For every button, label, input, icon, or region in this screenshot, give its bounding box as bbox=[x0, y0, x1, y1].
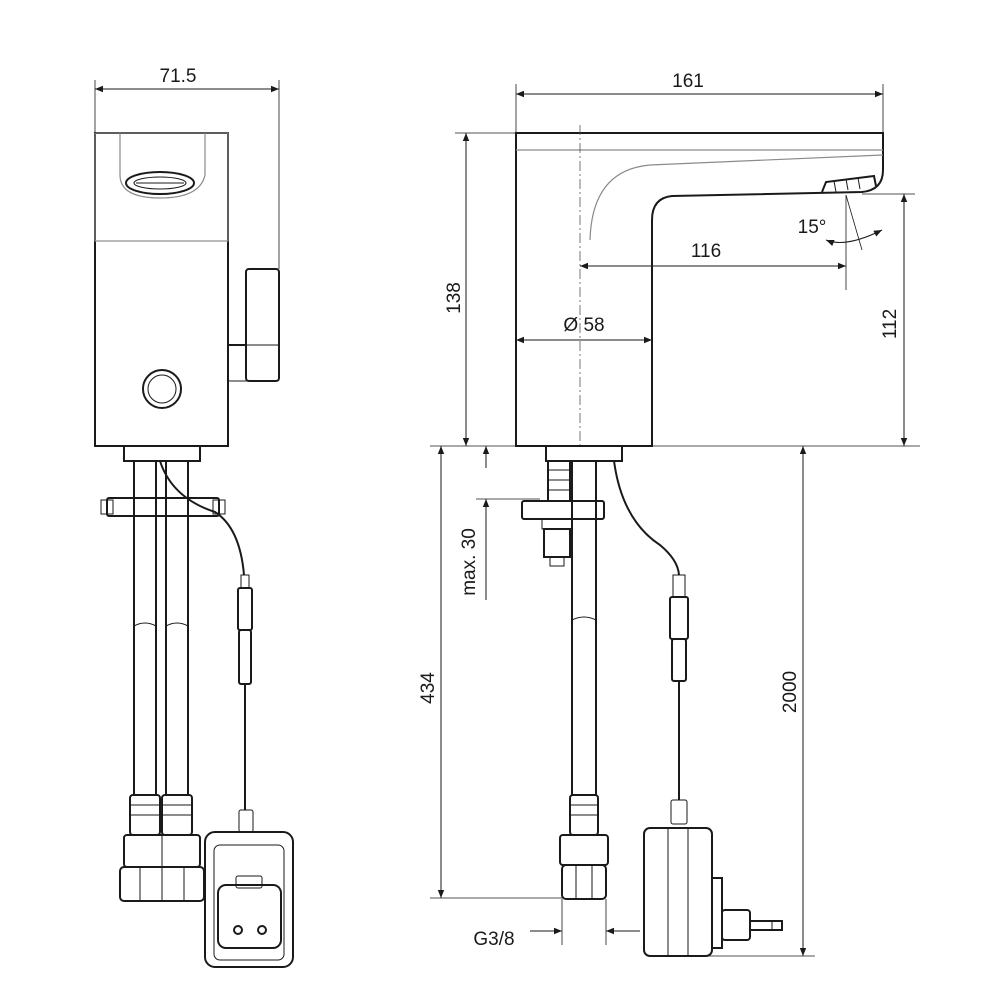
label-side-length: 161 bbox=[672, 71, 704, 92]
label-cable-length: 2000 bbox=[780, 671, 801, 713]
front-lever bbox=[227, 268, 280, 382]
front-head-panel bbox=[94, 132, 229, 242]
label-body-diameter: Ø 58 bbox=[563, 315, 604, 336]
side-body-outline bbox=[515, 132, 884, 447]
front-body-outline bbox=[94, 132, 229, 447]
front-supply-hoses bbox=[133, 461, 189, 795]
front-view bbox=[94, 132, 294, 968]
side-spout-shade bbox=[589, 154, 884, 241]
side-sensor-cable bbox=[613, 460, 689, 825]
dimension-labels: 71.5 161 138 116 15° 112 Ø 58 max. 30 43… bbox=[160, 66, 901, 950]
label-spout-reach: 116 bbox=[691, 241, 721, 262]
label-max-thickness: max. 30 bbox=[459, 528, 480, 596]
label-thread: G3/8 bbox=[473, 929, 514, 950]
front-sensor-cable bbox=[159, 460, 254, 833]
side-power-adapter bbox=[643, 827, 783, 957]
front-aerator bbox=[125, 171, 195, 195]
side-base-plate bbox=[545, 445, 623, 462]
front-head-curve bbox=[119, 133, 206, 199]
side-hose-connector bbox=[559, 794, 609, 900]
front-power-adapter bbox=[204, 831, 294, 968]
side-threaded-rod bbox=[547, 460, 571, 502]
side-aerator bbox=[821, 174, 877, 193]
label-spout-height: 112 bbox=[880, 309, 901, 339]
label-hose-length: 434 bbox=[418, 672, 439, 704]
side-supply-hose bbox=[571, 461, 597, 795]
dim-angle-arc bbox=[825, 229, 883, 246]
side-view bbox=[515, 125, 884, 957]
front-base-plate bbox=[123, 445, 201, 462]
label-front-width: 71.5 bbox=[160, 66, 197, 87]
side-mounting-bracket bbox=[521, 500, 605, 567]
front-sensor-button bbox=[142, 369, 182, 409]
label-body-height: 138 bbox=[444, 282, 465, 314]
label-spout-angle: 15° bbox=[798, 217, 827, 238]
front-mounting-bracket bbox=[100, 497, 226, 517]
front-hose-connectors bbox=[119, 794, 205, 902]
dimension-lines bbox=[94, 80, 920, 957]
